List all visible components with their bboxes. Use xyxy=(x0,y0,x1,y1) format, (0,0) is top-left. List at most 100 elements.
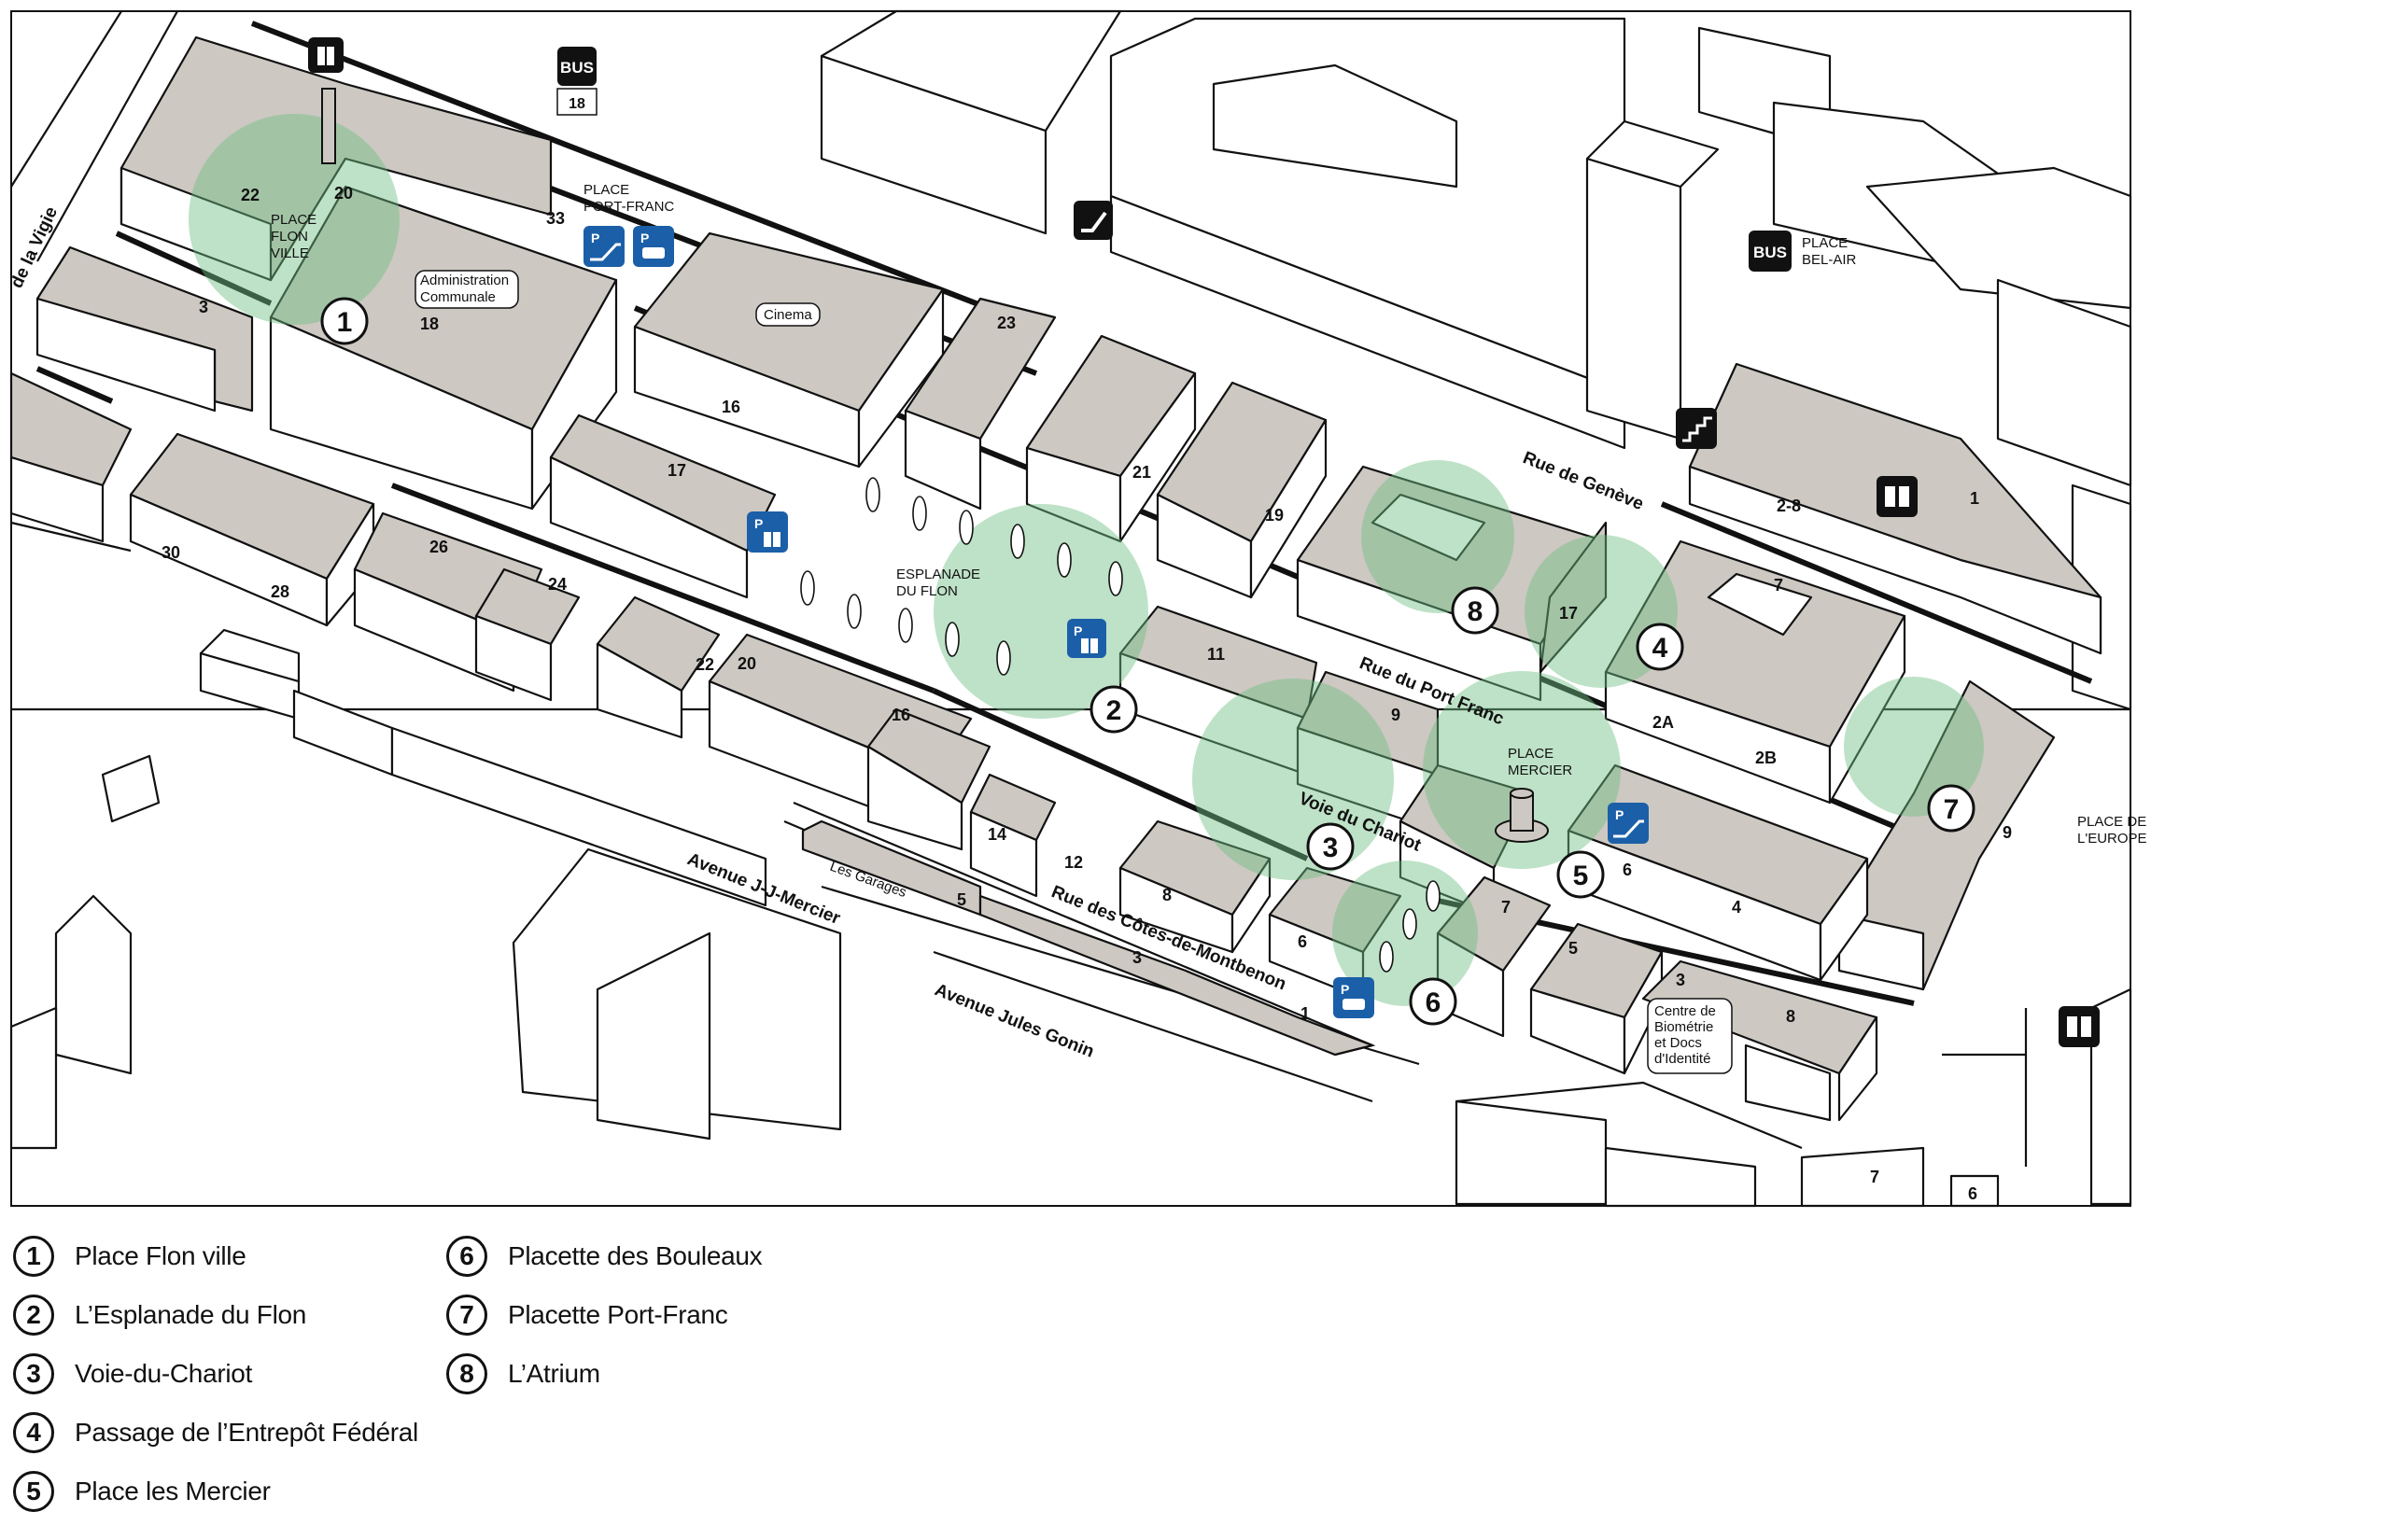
legend-label: Voie-du-Chariot xyxy=(75,1359,253,1388)
zone-marker-1: 1 xyxy=(320,297,369,345)
bnum: 19 xyxy=(1265,506,1284,525)
zone-7-area xyxy=(1844,677,1984,817)
place-port-franc-l2: PORT-FRANC xyxy=(583,199,674,215)
biometrie-l1: Centre de xyxy=(1654,1003,1716,1019)
zone-3-area xyxy=(1192,679,1394,880)
zone-5-area xyxy=(1423,671,1621,869)
parking-car-icon: P xyxy=(633,226,674,267)
zone-markers: 1 2 3 4 5 6 7 8 xyxy=(320,297,1975,1026)
bnum: 7 xyxy=(1501,898,1511,917)
place-mercier-l1: PLACE xyxy=(1508,746,1554,762)
bnum: 28 xyxy=(271,582,289,601)
svg-text:BUS: BUS xyxy=(1753,244,1787,261)
legend-item-6: 6 Placette des Bouleaux xyxy=(446,1230,763,1282)
svg-text:3: 3 xyxy=(1323,833,1339,863)
place-bel-air-l2: BEL-AIR xyxy=(1802,252,1857,268)
zone-marker-2: 2 xyxy=(1090,685,1138,734)
legend-label: Placette des Bouleaux xyxy=(508,1241,763,1270)
bnum: 16 xyxy=(892,706,910,724)
bnum: 3 xyxy=(1132,948,1142,967)
bnum: 18 xyxy=(420,315,439,333)
bnum: 4 xyxy=(1732,898,1741,917)
bnum: 9 xyxy=(1391,706,1400,724)
zone-marker-7: 7 xyxy=(1927,784,1975,833)
bnum: 23 xyxy=(997,314,1016,332)
biometrie-l3: et Docs xyxy=(1654,1035,1702,1051)
place-flon-ville-l1: PLACE xyxy=(271,212,316,228)
bnum: 3 xyxy=(199,298,208,316)
legend: 1 Place Flon ville 2 L’Esplanade du Flon… xyxy=(13,1230,1040,1538)
zone-marker-6: 6 xyxy=(1409,977,1457,1026)
parking-elevator-icon: P xyxy=(747,511,788,553)
legend-number: 5 xyxy=(13,1471,54,1512)
svg-text:P: P xyxy=(591,231,599,245)
legend-number: 4 xyxy=(13,1412,54,1453)
bnum: 20 xyxy=(334,184,353,203)
place-mercier-l2: MERCIER xyxy=(1508,763,1572,778)
bnum: 3 xyxy=(1676,971,1685,989)
legend-item-7: 7 Placette Port-Franc xyxy=(446,1289,728,1341)
district-buildings xyxy=(9,35,2102,1122)
place-flon-ville-l2: FLON xyxy=(271,229,308,245)
svg-text:18: 18 xyxy=(569,96,585,112)
place-bel-air-l1: PLACE xyxy=(1802,235,1848,251)
legend-number: 2 xyxy=(13,1295,54,1336)
bnum: 17 xyxy=(1559,604,1578,623)
bnum: 21 xyxy=(1132,463,1151,482)
place-mercier-column xyxy=(1495,788,1549,843)
svg-text:7: 7 xyxy=(1944,794,1960,825)
svg-text:P: P xyxy=(640,231,649,245)
legend-label: Place Flon ville xyxy=(75,1241,246,1270)
bnum: 8 xyxy=(1786,1007,1795,1026)
bus-bel-air-icon: BUS xyxy=(1749,231,1792,272)
legend-item-8: 8 L’Atrium xyxy=(446,1348,600,1400)
legend-label: L’Atrium xyxy=(508,1359,600,1388)
parking-escalator-icon: P xyxy=(583,226,625,267)
svg-text:P: P xyxy=(1074,623,1082,638)
building-labels: Administration Communale Cinema Les Gara… xyxy=(415,270,1733,1074)
map-icons: BUS 18 P P BUS xyxy=(308,37,2100,1047)
legend-label: L’Esplanade du Flon xyxy=(75,1300,307,1329)
bnum: 2B xyxy=(1755,749,1777,767)
svg-text:P: P xyxy=(1615,807,1624,822)
svg-text:5: 5 xyxy=(1573,861,1589,891)
bnum: 7 xyxy=(1870,1168,1879,1186)
zone-8-area xyxy=(1361,460,1514,613)
bnum: 9 xyxy=(2003,823,2012,842)
zone-marker-3: 3 xyxy=(1306,822,1355,871)
svg-text:P: P xyxy=(1341,982,1349,997)
bnum: 24 xyxy=(548,575,567,594)
bnum: 22 xyxy=(241,186,260,204)
svg-text:4: 4 xyxy=(1652,633,1668,664)
zone-1-area xyxy=(189,114,400,325)
bnum: 6 xyxy=(1968,1184,1977,1203)
biometrie-l2: Biométrie xyxy=(1654,1019,1713,1035)
svg-text:2: 2 xyxy=(1106,695,1122,726)
zone-marker-4: 4 xyxy=(1636,623,1684,671)
svg-text:P: P xyxy=(754,516,763,531)
legend-label: Placette Port-Franc xyxy=(508,1300,728,1329)
elevator-icon xyxy=(2059,1006,2100,1047)
place-flon-ville-l3: VILLE xyxy=(271,245,309,261)
legend-item-5: 5 Place les Mercier xyxy=(13,1465,271,1518)
biometrie-l4: d'Identité xyxy=(1654,1051,1710,1067)
place-esplanade-l1: ESPLANADE xyxy=(896,567,980,582)
place-esplanade-l2: DU FLON xyxy=(896,583,958,599)
zone-2-area xyxy=(934,504,1148,719)
legend-item-3: 3 Voie-du-Chariot xyxy=(13,1348,252,1400)
bnum: 30 xyxy=(162,543,180,562)
bnum: 5 xyxy=(957,890,966,909)
bnum: 6 xyxy=(1623,861,1632,879)
trees xyxy=(800,477,1441,973)
svg-text:8: 8 xyxy=(1468,596,1483,627)
legend-number: 3 xyxy=(13,1353,54,1394)
escalator-icon xyxy=(1074,201,1113,240)
bus-icon: BUS 18 xyxy=(556,47,598,116)
legend-item-2: 2 L’Esplanade du Flon xyxy=(13,1289,306,1341)
parking-elevator-icon: P xyxy=(1067,619,1106,658)
legend-number: 1 xyxy=(13,1236,54,1277)
legend-number: 8 xyxy=(446,1353,487,1394)
bnum: 26 xyxy=(429,538,448,556)
bnum: 8 xyxy=(1162,886,1172,904)
bnum: 1 xyxy=(1970,489,1979,508)
